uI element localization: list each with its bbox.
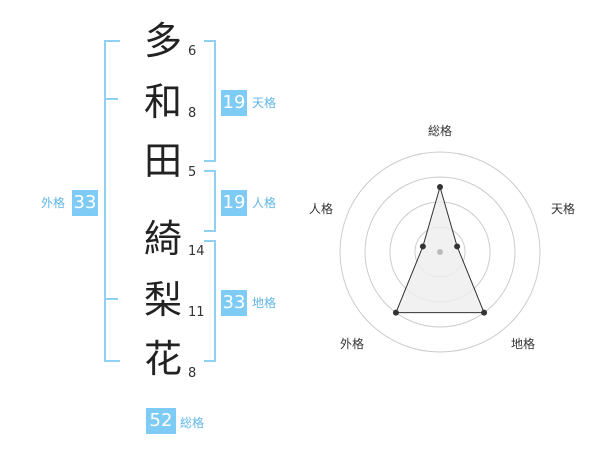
chikaku-value: 33: [221, 290, 247, 316]
chikaku-bracket: [204, 240, 216, 362]
radar-point: [392, 309, 399, 316]
name-char-2: 和: [143, 80, 182, 124]
name-char-6: 花: [143, 337, 182, 381]
stroke-count-4: 14: [188, 244, 205, 259]
gaikaku-label: 外格: [41, 196, 66, 210]
name-char-5: 梨: [143, 278, 182, 322]
stroke-count-1: 6: [188, 44, 197, 59]
radar-label-gaikaku: 外格: [340, 337, 365, 351]
name-char-4: 綺: [143, 217, 182, 261]
stroke-count-3: 5: [188, 165, 197, 180]
jinkaku-value: 19: [221, 190, 247, 216]
radar-label-chikaku: 地格: [511, 337, 536, 351]
jinkaku-label: 人格: [252, 196, 277, 210]
stroke-count-2: 8: [188, 106, 197, 121]
gaikaku-tick: [104, 298, 118, 300]
tenkaku-label: 天格: [252, 96, 277, 110]
radar-label-soukaku: 総格: [428, 124, 453, 138]
radar-point: [481, 309, 488, 316]
radar-label-tenkaku: 天格: [551, 202, 576, 216]
jinkaku-bracket: [204, 170, 216, 232]
soukaku-label: 総格: [180, 416, 205, 430]
radar-ring: [364, 176, 516, 328]
radar-point: [454, 243, 461, 250]
gaikaku-value: 33: [72, 190, 98, 216]
tenkaku-value: 19: [221, 90, 247, 116]
gaikaku-tick: [104, 98, 118, 100]
name-char-3: 田: [143, 139, 182, 183]
radar-point: [419, 243, 426, 250]
radar-label-jinkaku: 人格: [309, 202, 334, 216]
tenkaku-bracket: [204, 40, 216, 162]
radar-ring: [339, 151, 541, 353]
stroke-count-5: 11: [188, 305, 205, 320]
chikaku-label: 地格: [252, 296, 277, 310]
radar-center: [437, 249, 443, 255]
radar-point: [437, 184, 443, 190]
gaikaku-bracket: [104, 40, 120, 362]
soukaku-value: 52: [146, 408, 176, 434]
name-char-1: 多: [143, 19, 182, 63]
stroke-count-6: 8: [188, 366, 197, 381]
